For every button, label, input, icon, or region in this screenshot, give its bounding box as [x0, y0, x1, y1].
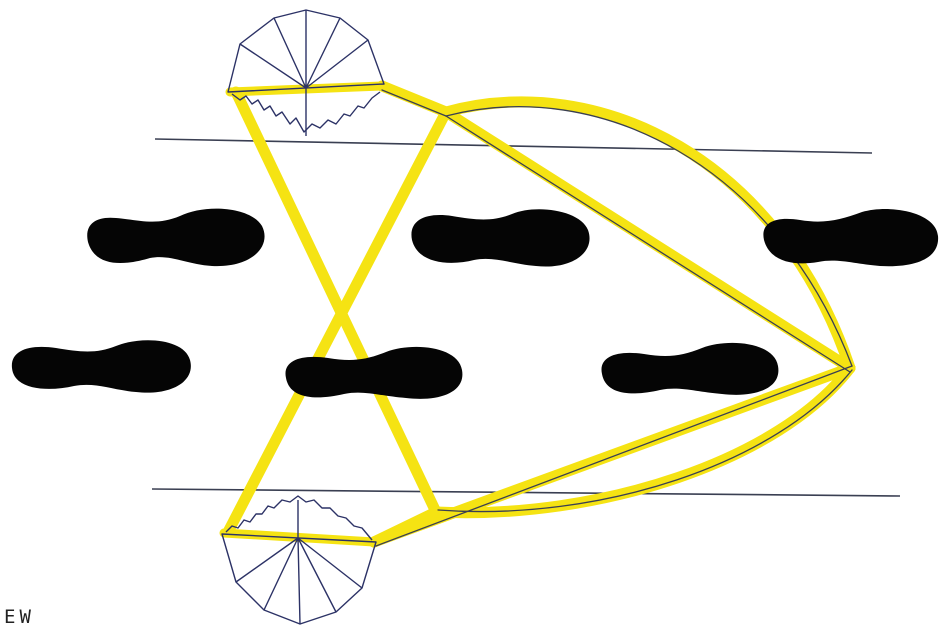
footprint-mid-center	[285, 347, 462, 399]
upper-connector	[382, 86, 446, 112]
footprint-top-left	[87, 209, 264, 267]
yellow-sightlines	[224, 86, 850, 542]
footprint-top-middle	[411, 209, 589, 266]
footprint-mid-right	[601, 343, 778, 395]
lower-parasol	[222, 496, 376, 624]
ground-lines	[152, 139, 900, 496]
footprints	[12, 209, 938, 399]
footprint-mid-left	[12, 340, 191, 392]
artist-signature: EW	[4, 606, 35, 628]
footprint-top-right	[763, 209, 938, 266]
